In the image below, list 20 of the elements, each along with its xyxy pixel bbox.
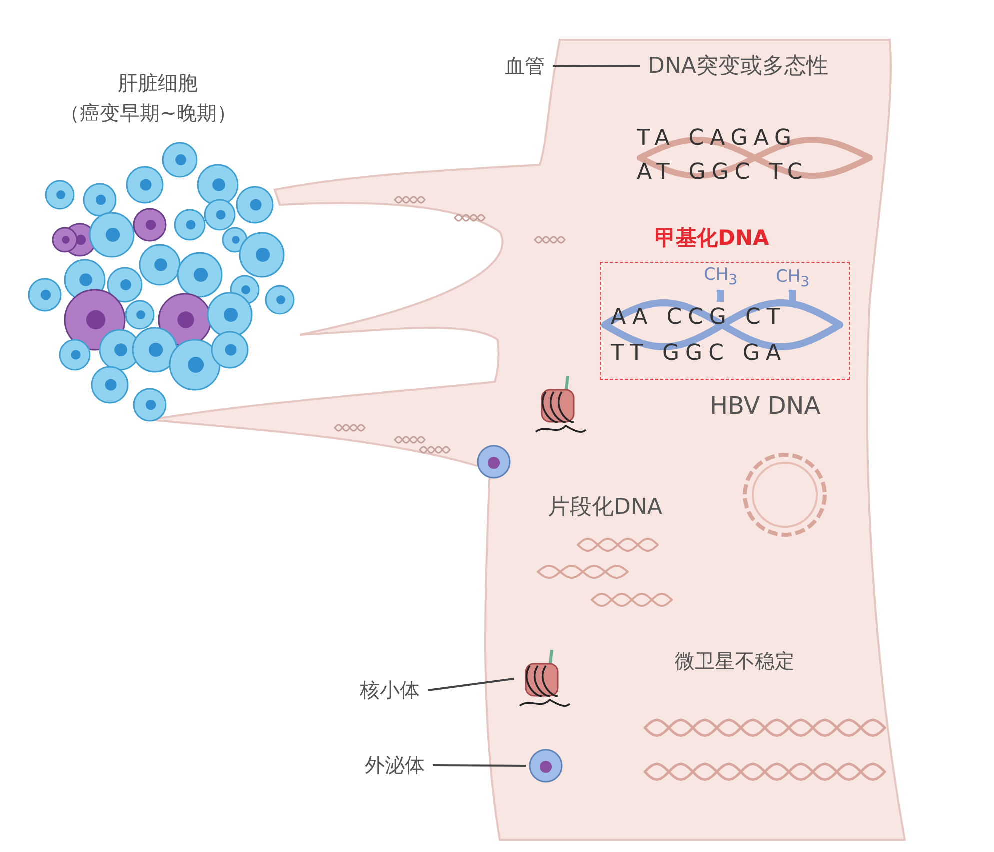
highlight-box (600, 262, 850, 380)
dna-sequence: AT GGC TC (637, 160, 809, 185)
cell-group-label: 肝脏细胞 (118, 70, 198, 97)
section-heading: 片段化DNA (548, 494, 662, 522)
structure-label: 核小体 (360, 677, 420, 704)
section-heading: DNA突变或多态性 (648, 51, 828, 81)
section-heading: HBV DNA (710, 392, 821, 420)
cell-group-label: （癌变早期~晚期） (60, 100, 237, 127)
section-heading: 甲基化DNA (655, 225, 770, 252)
methyl-group-label: CH$_{3}$ (776, 267, 810, 290)
section-heading: 微卫星不稳定 (675, 648, 795, 675)
leader-line (433, 764, 526, 767)
leader-line (428, 678, 514, 692)
dna-sequence: TA CAGAG (637, 126, 798, 151)
structure-label: 外泌体 (365, 752, 425, 779)
vessel-label: 血管 (505, 53, 545, 80)
exosome-icon (528, 748, 564, 784)
leader-line (553, 65, 640, 68)
methyl-group-label: CH$_{3}$ (704, 265, 738, 288)
dna-sequence: TT GGC GA (611, 341, 788, 366)
